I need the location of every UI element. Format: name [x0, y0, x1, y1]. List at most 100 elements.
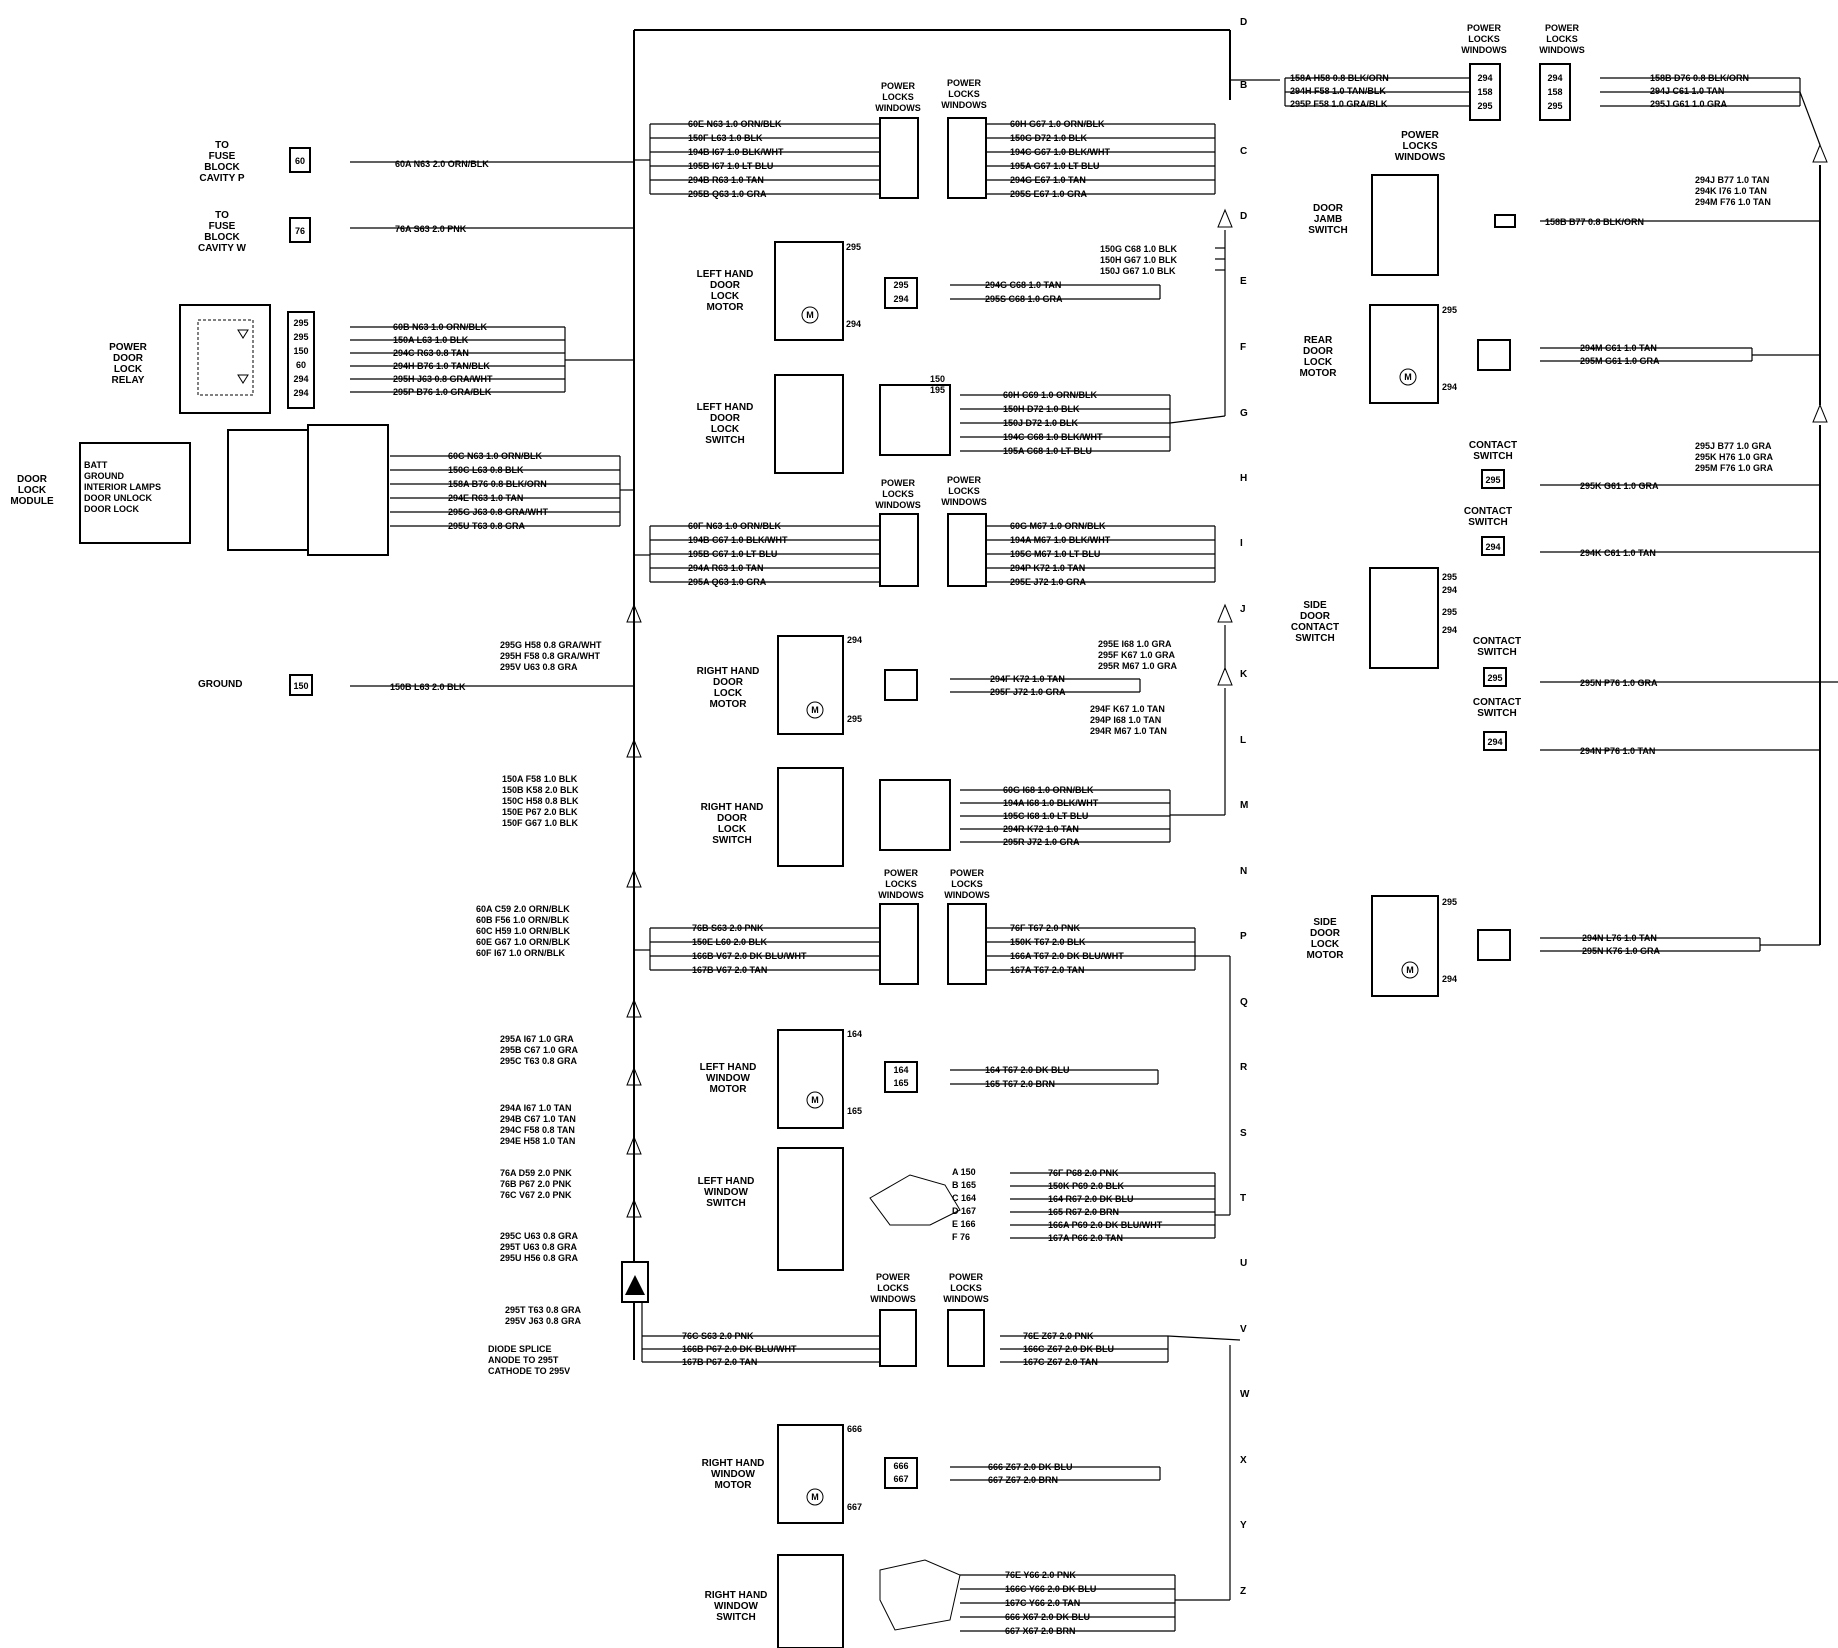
svg-text:LOCK: LOCK	[18, 485, 47, 496]
svg-text:POWER: POWER	[1467, 23, 1502, 33]
svg-text:294M C61 1.0 TAN: 294M C61 1.0 TAN	[1580, 343, 1657, 353]
svg-text:76F T67 2.0 PNK: 76F T67 2.0 PNK	[1010, 923, 1081, 933]
svg-text:60C N63 1.0 ORN/BLK: 60C N63 1.0 ORN/BLK	[448, 451, 543, 461]
svg-text:INTERIOR LAMPS: INTERIOR LAMPS	[84, 482, 161, 492]
svg-text:295N K76 1.0 GRA: 295N K76 1.0 GRA	[1582, 946, 1661, 956]
svg-text:WINDOWS: WINDOWS	[944, 890, 990, 900]
svg-text:K: K	[1240, 669, 1248, 680]
svg-text:295R J72 1.0 GRA: 295R J72 1.0 GRA	[1003, 837, 1080, 847]
svg-text:150E P67 2.0 BLK: 150E P67 2.0 BLK	[502, 807, 578, 817]
svg-text:DOOR: DOOR	[713, 677, 744, 688]
svg-text:294N P76 1.0 TAN: 294N P76 1.0 TAN	[1580, 746, 1655, 756]
svg-text:LOCK: LOCK	[711, 291, 740, 302]
svg-text:166A T67 2.0 DK BLU/WHT: 166A T67 2.0 DK BLU/WHT	[1010, 951, 1124, 961]
ground-connection: 295G H58 0.8 GRA/WHT 295H F58 0.8 GRA/WH…	[198, 640, 634, 696]
svg-text:MOTOR: MOTOR	[706, 302, 744, 313]
svg-text:DOOR: DOOR	[17, 474, 48, 485]
svg-text:195A C68 1.0 LT BLU: 195A C68 1.0 LT BLU	[1003, 446, 1092, 456]
svg-text:60: 60	[296, 360, 306, 370]
svg-text:DOOR: DOOR	[717, 813, 748, 824]
svg-text:I: I	[1240, 538, 1243, 549]
svg-text:150: 150	[293, 346, 308, 356]
svg-text:DIODE SPLICE: DIODE SPLICE	[488, 1344, 552, 1354]
svg-text:294: 294	[1487, 737, 1502, 747]
svg-text:195B I67 1.0 LT BLU: 195B I67 1.0 LT BLU	[688, 161, 773, 171]
svg-text:164: 164	[847, 1029, 862, 1039]
svg-text:194A M67 1.0 BLK/WHT: 194A M67 1.0 BLK/WHT	[1010, 535, 1111, 545]
svg-text:295: 295	[1442, 897, 1457, 907]
svg-text:CATHODE TO 295V: CATHODE TO 295V	[488, 1366, 570, 1376]
svg-text:SWITCH: SWITCH	[716, 1612, 755, 1623]
fuse-block-cavity-w: TO FUSE BLOCK CAVITY W 76 76A S63 2.0 PN…	[198, 210, 634, 254]
svg-text:SWITCH: SWITCH	[1468, 517, 1507, 528]
svg-text:MOTOR: MOTOR	[709, 699, 747, 710]
svg-text:LEFT HAND: LEFT HAND	[697, 402, 754, 413]
svg-text:LEFT HAND: LEFT HAND	[697, 269, 754, 280]
svg-text:LOCKS: LOCKS	[1546, 34, 1578, 44]
svg-text:150H D72 1.0 BLK: 150H D72 1.0 BLK	[1003, 404, 1080, 414]
svg-text:150K T67 2.0 BLK: 150K T67 2.0 BLK	[1010, 937, 1086, 947]
svg-text:76E Y66 2.0 PNK: 76E Y66 2.0 PNK	[1005, 1570, 1076, 1580]
svg-text:295: 295	[1487, 673, 1502, 683]
svg-text:295: 295	[1442, 607, 1457, 617]
right-hand-window-switch: RIGHT HAND WINDOW SWITCH 76E Y66 2.0 PNK…	[705, 1554, 1230, 1648]
svg-text:LOCKS: LOCKS	[882, 92, 914, 102]
svg-text:195A G67 1.0 LT BLU: 195A G67 1.0 LT BLU	[1010, 161, 1100, 171]
svg-text:SWITCH: SWITCH	[705, 435, 744, 446]
svg-text:294: 294	[1442, 625, 1457, 635]
svg-text:295M G61 1.0 GRA: 295M G61 1.0 GRA	[1580, 356, 1660, 366]
top-right-power-locks-windows: POWER LOCKS WINDOWS POWER LOCKS WINDOWS …	[1284, 23, 1821, 945]
svg-text:294F K67 1.0 TAN: 294F K67 1.0 TAN	[1090, 704, 1165, 714]
svg-text:LOCKS: LOCKS	[885, 879, 917, 889]
svg-text:158: 158	[1477, 87, 1492, 97]
svg-text:295: 295	[1477, 101, 1492, 111]
svg-text:294R M67 1.0 TAN: 294R M67 1.0 TAN	[1090, 726, 1167, 736]
svg-text:FUSE: FUSE	[209, 221, 236, 232]
rear-door-lock-motor: REAR DOOR LOCK MOTOR M 295 294 294M C61 …	[1299, 304, 1820, 473]
svg-text:295R M67 1.0 GRA: 295R M67 1.0 GRA	[1098, 661, 1178, 671]
svg-text:M: M	[1404, 372, 1412, 382]
svg-text:DOOR: DOOR	[1313, 203, 1344, 214]
svg-text:M: M	[806, 310, 814, 320]
svg-text:194C G67 1.0 BLK/WHT: 194C G67 1.0 BLK/WHT	[1010, 147, 1111, 157]
svg-text:295E J72 1.0 GRA: 295E J72 1.0 GRA	[1010, 577, 1087, 587]
svg-text:W: W	[1240, 1389, 1250, 1400]
svg-text:295N P76 1.0 GRA: 295N P76 1.0 GRA	[1580, 678, 1658, 688]
svg-text:SWITCH: SWITCH	[706, 1198, 745, 1209]
svg-text:194C C68 1.0 BLK/WHT: 194C C68 1.0 BLK/WHT	[1003, 432, 1103, 442]
svg-text:667: 667	[847, 1502, 862, 1512]
svg-text:FUSE: FUSE	[209, 151, 236, 162]
svg-text:294J C61 1.0 TAN: 294J C61 1.0 TAN	[1650, 86, 1724, 96]
svg-text:294A R63 1.0 TAN: 294A R63 1.0 TAN	[688, 563, 764, 573]
svg-text:GROUND: GROUND	[198, 679, 242, 690]
bus-splice-groups: 150A F58 1.0 BLK 150B K58 2.0 BLK 150C H…	[476, 774, 582, 1326]
svg-text:150A F58 1.0 BLK: 150A F58 1.0 BLK	[502, 774, 578, 784]
svg-text:150G D72 1.0 BLK: 150G D72 1.0 BLK	[1010, 133, 1088, 143]
svg-text:60B F56 1.0 ORN/BLK: 60B F56 1.0 ORN/BLK	[476, 915, 570, 925]
svg-text:60: 60	[295, 156, 305, 166]
svg-text:60G M67 1.0 ORN/BLK: 60G M67 1.0 ORN/BLK	[1010, 521, 1106, 531]
svg-text:D: D	[1240, 211, 1247, 222]
svg-text:Y: Y	[1240, 1520, 1247, 1531]
svg-text:TO: TO	[215, 210, 229, 221]
svg-text:SIDE: SIDE	[1313, 917, 1337, 928]
svg-text:LOCKS: LOCKS	[951, 879, 983, 889]
svg-text:295: 295	[1442, 305, 1457, 315]
svg-text:194B I67 1.0 BLK/WHT: 194B I67 1.0 BLK/WHT	[688, 147, 784, 157]
svg-text:WINDOWS: WINDOWS	[943, 1294, 989, 1304]
svg-text:ANODE TO 295T: ANODE TO 295T	[488, 1355, 559, 1365]
svg-text:294H F58 1.0 TAN/BLK: 294H F58 1.0 TAN/BLK	[1290, 86, 1386, 96]
svg-text:60F I67 1.0 ORN/BLK: 60F I67 1.0 ORN/BLK	[476, 948, 566, 958]
svg-text:295M F76 1.0 GRA: 295M F76 1.0 GRA	[1695, 463, 1774, 473]
svg-text:150B K58 2.0 BLK: 150B K58 2.0 BLK	[502, 785, 579, 795]
svg-text:167A P66 2.0 TAN: 167A P66 2.0 TAN	[1048, 1233, 1123, 1243]
svg-text:295K H76 1.0 GRA: 295K H76 1.0 GRA	[1695, 452, 1774, 462]
svg-text:SWITCH: SWITCH	[1477, 708, 1516, 719]
svg-text:195B C67 1.0 LT BLU: 195B C67 1.0 LT BLU	[688, 549, 777, 559]
svg-text:164: 164	[893, 1065, 908, 1075]
svg-text:295B C67 1.0 GRA: 295B C67 1.0 GRA	[500, 1045, 579, 1055]
svg-text:LOCK: LOCK	[1304, 357, 1333, 368]
svg-text:295: 295	[847, 714, 862, 724]
fuse-block-cavity-p: TO FUSE BLOCK CAVITY P 60 60A N63 2.0 OR…	[199, 140, 634, 184]
